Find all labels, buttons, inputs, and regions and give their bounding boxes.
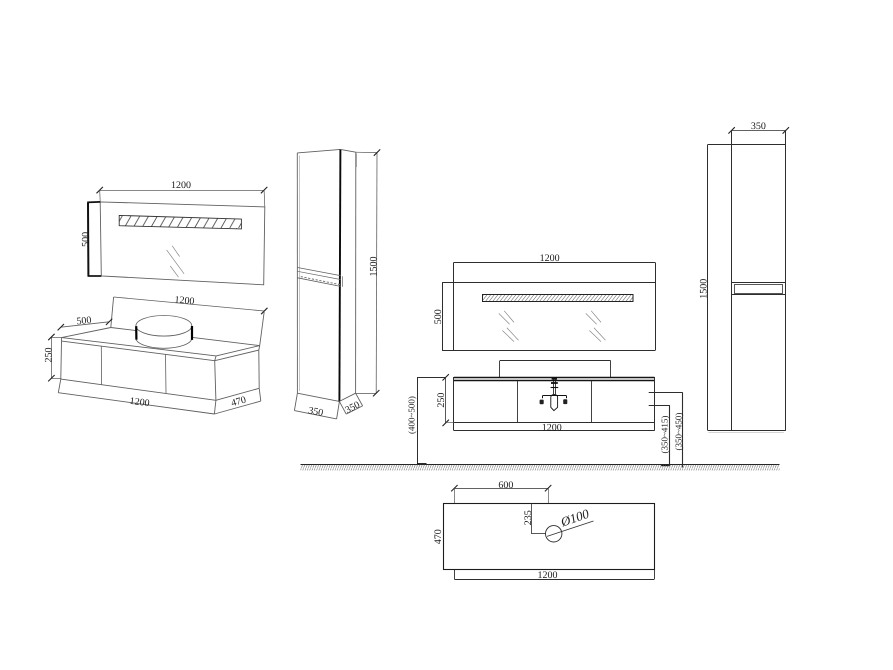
svg-text:1200: 1200 bbox=[171, 180, 191, 191]
svg-text:1200: 1200 bbox=[542, 422, 562, 433]
svg-text:1500: 1500 bbox=[698, 279, 709, 299]
svg-text:500: 500 bbox=[76, 315, 92, 328]
svg-text:1500: 1500 bbox=[368, 257, 379, 277]
svg-text:250: 250 bbox=[436, 393, 447, 408]
svg-text:235: 235 bbox=[523, 510, 534, 525]
svg-text:500: 500 bbox=[433, 309, 444, 324]
svg-text:1200: 1200 bbox=[540, 253, 560, 264]
svg-text:(350~450): (350~450) bbox=[674, 413, 684, 451]
svg-text:250: 250 bbox=[44, 348, 55, 363]
svg-text:470: 470 bbox=[433, 529, 444, 544]
svg-text:500: 500 bbox=[80, 232, 91, 247]
svg-text:350: 350 bbox=[307, 405, 324, 419]
svg-text:350: 350 bbox=[751, 121, 766, 132]
svg-text:1200: 1200 bbox=[174, 295, 195, 308]
svg-text:(350~415): (350~415) bbox=[659, 416, 669, 454]
svg-text:(400~500): (400~500) bbox=[407, 396, 417, 434]
svg-text:1200: 1200 bbox=[538, 570, 558, 581]
svg-text:600: 600 bbox=[498, 480, 513, 491]
svg-text:470: 470 bbox=[230, 395, 247, 410]
svg-text:1200: 1200 bbox=[129, 396, 150, 410]
